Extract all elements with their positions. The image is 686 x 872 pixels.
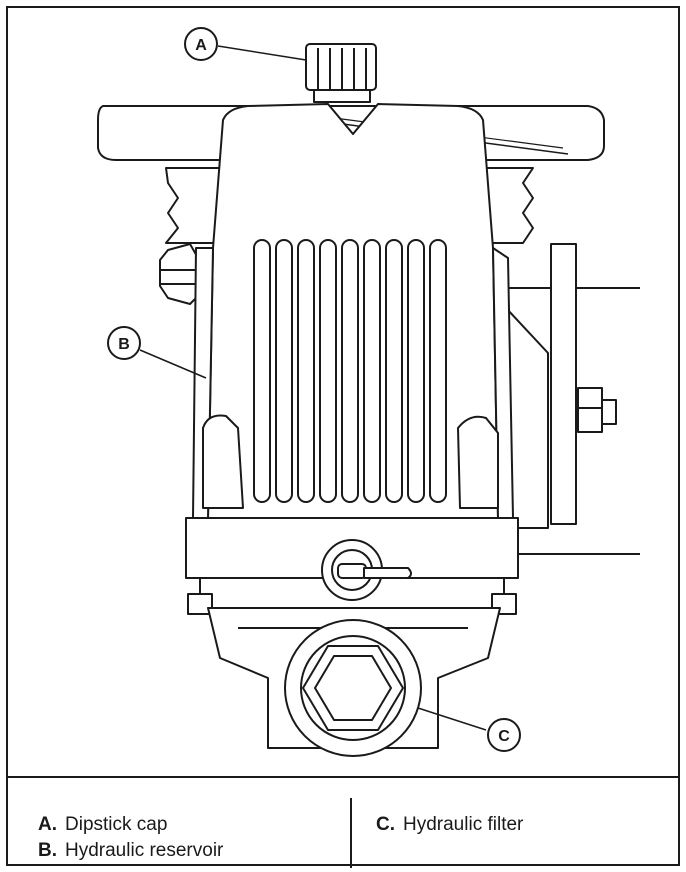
legend-column-divider [350, 798, 352, 868]
callout-c: C [487, 718, 521, 752]
legend-item-c: C. Hydraulic filter [376, 812, 523, 838]
figure-frame: A B C A. Dipstick cap B. Hydraulic reservo… [6, 6, 680, 868]
side-bolt [577, 387, 603, 433]
legend-item-b: B. Hydraulic reservoir [38, 838, 223, 864]
legend-item-a: A. Dipstick cap [38, 812, 223, 838]
legend-divider [8, 776, 678, 778]
hydraulic-reservoir-illustration: A B C [97, 27, 640, 757]
callout-c-label: C [498, 728, 510, 745]
left-hex-bolt [159, 243, 199, 305]
callout-b-leader [139, 349, 207, 379]
legend-column-right: C. Hydraulic filter [376, 812, 523, 838]
legend-key-c: C. [376, 814, 395, 835]
left-boss [202, 414, 244, 509]
legend-key-b: B. [38, 840, 57, 861]
cooling-fins [253, 239, 447, 503]
callout-b-label: B [118, 336, 130, 353]
right-boss [457, 415, 499, 509]
side-bracket [550, 243, 577, 525]
legend-column-left: A. Dipstick cap B. Hydraulic reservoir [38, 812, 223, 864]
callout-b: B [107, 326, 141, 360]
legend-text-a: Dipstick cap [65, 814, 168, 835]
callout-a: A [184, 27, 218, 61]
callout-a-leader [217, 45, 307, 61]
side-bolt-end [601, 399, 617, 425]
legend-text-c: Hydraulic filter [403, 814, 524, 835]
callout-c-leader [417, 707, 487, 731]
legend-text-b: Hydraulic reservoir [65, 840, 224, 861]
legend-key-a: A. [38, 814, 57, 835]
callout-a-label: A [195, 37, 207, 54]
